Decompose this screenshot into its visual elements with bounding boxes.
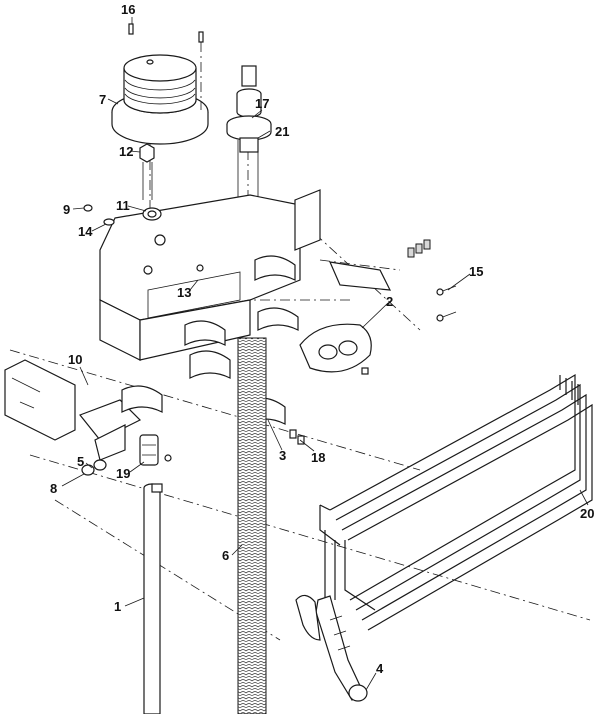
callout-11: 11 <box>116 198 130 213</box>
washers <box>83 204 162 226</box>
rotary-switch <box>226 65 272 200</box>
callout-5: 5 <box>77 454 85 469</box>
beacon-light <box>111 54 209 145</box>
fitting-19 <box>139 434 172 466</box>
work-light <box>299 261 392 375</box>
callout-12: 12 <box>119 144 134 159</box>
callout-3: 3 <box>279 448 287 463</box>
leader-lines <box>61 17 589 691</box>
callout-20: 20 <box>580 506 595 521</box>
top-screws <box>128 23 204 110</box>
callout-17: 17 <box>255 96 270 111</box>
spray-gun <box>295 594 368 702</box>
center-lines <box>9 60 591 641</box>
callout-21: 21 <box>275 124 290 139</box>
left-bracket <box>4 359 142 461</box>
washers-5-8 <box>81 459 107 476</box>
clamps <box>121 255 299 425</box>
callout-1: 1 <box>114 599 122 614</box>
callout-9: 9 <box>63 202 71 217</box>
small-screws <box>407 239 457 322</box>
hose <box>237 337 267 714</box>
screws-18 <box>289 429 305 445</box>
callout-10: 10 <box>68 352 83 367</box>
callout-18: 18 <box>311 450 326 465</box>
tube <box>143 483 163 714</box>
callout-6: 6 <box>222 548 230 563</box>
callout-14: 14 <box>78 224 93 239</box>
callout-8: 8 <box>50 481 58 496</box>
callout-15: 15 <box>469 264 484 279</box>
rack-frame <box>319 373 593 631</box>
callout-4: 4 <box>376 661 384 676</box>
nut-and-stud <box>139 143 155 200</box>
callout-19: 19 <box>116 466 131 481</box>
callout-2: 2 <box>386 294 394 309</box>
callout-13: 13 <box>177 285 192 300</box>
callout-16: 16 <box>121 2 136 17</box>
callout-7: 7 <box>99 92 107 107</box>
